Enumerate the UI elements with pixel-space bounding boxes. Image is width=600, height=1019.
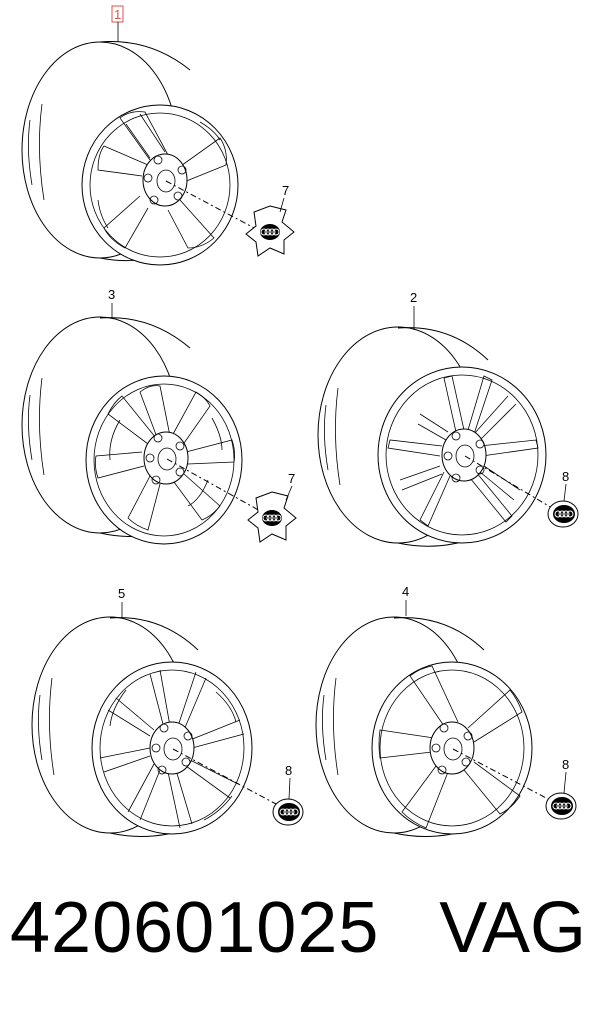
- callout-5[interactable]: 5: [118, 586, 125, 618]
- callout-8-middle-label: 8: [562, 469, 569, 484]
- callout-4-label: 4: [402, 584, 409, 599]
- callout-7-top-label: 7: [282, 183, 289, 198]
- center-cap-8-bottom-left[interactable]: 8: [272, 763, 304, 826]
- center-cap-8-middle[interactable]: 8: [547, 469, 579, 528]
- wheel-2[interactable]: [317, 326, 553, 547]
- wheel-1[interactable]: [21, 41, 259, 266]
- callout-7-middle-label: 7: [288, 471, 295, 486]
- callout-3[interactable]: 3: [108, 287, 115, 318]
- center-cap-8-bottom-right[interactable]: 8: [545, 757, 577, 820]
- wheel-3[interactable]: [21, 316, 263, 545]
- wheel-4[interactable]: [315, 616, 551, 838]
- part-number: 420601025: [10, 888, 380, 968]
- callout-8-bottom-right-label: 8: [562, 757, 569, 772]
- callout-5-label: 5: [118, 586, 125, 601]
- callout-8-bottom-left-label: 8: [285, 763, 292, 778]
- callout-4[interactable]: 4: [402, 584, 409, 616]
- callout-2-label: 2: [410, 290, 417, 305]
- callout-2[interactable]: 2: [410, 290, 417, 330]
- center-cap-7-top[interactable]: 7: [245, 183, 295, 257]
- callout-1-label: 1: [114, 7, 121, 22]
- center-cap-7-middle[interactable]: 7: [247, 471, 297, 543]
- wheel-5[interactable]: [31, 616, 277, 838]
- callout-1[interactable]: 1: [111, 5, 124, 42]
- brand-label: VAG: [439, 888, 586, 968]
- callout-3-label: 3: [108, 287, 115, 302]
